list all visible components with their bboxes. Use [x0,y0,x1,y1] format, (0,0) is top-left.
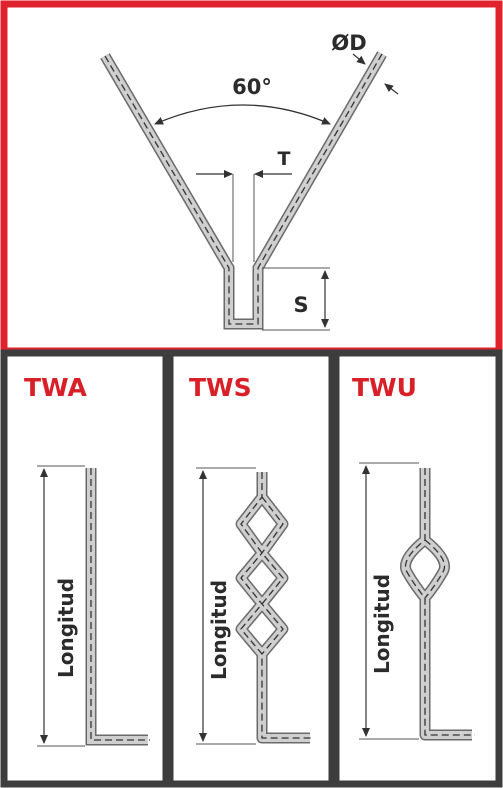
panel-twu-title: TWU [352,373,417,402]
panel-tws-title: TWS [189,373,252,402]
twu-length-label: Longitud [370,574,394,674]
panel-twa-title: TWA [24,373,88,402]
angle-label: 60° [232,75,272,99]
tws-rod [235,472,314,744]
depth-label: S [293,293,308,317]
diameter-arrow-bottom [384,83,399,95]
twa-rod [85,468,150,746]
tws-length-label: Longitud [207,580,231,680]
angle-arc [154,104,331,125]
diameter-label: ØD [331,31,366,55]
panel-twu-frame [332,349,503,788]
panel-twa-frame [0,349,170,788]
twa-length-label: Longitud [54,578,78,678]
v-tie-rod [100,51,387,330]
twu-rod [400,468,475,741]
top-frame [0,0,503,355]
thickness-label: T [278,148,291,170]
diameter-arrow-top [352,53,366,65]
